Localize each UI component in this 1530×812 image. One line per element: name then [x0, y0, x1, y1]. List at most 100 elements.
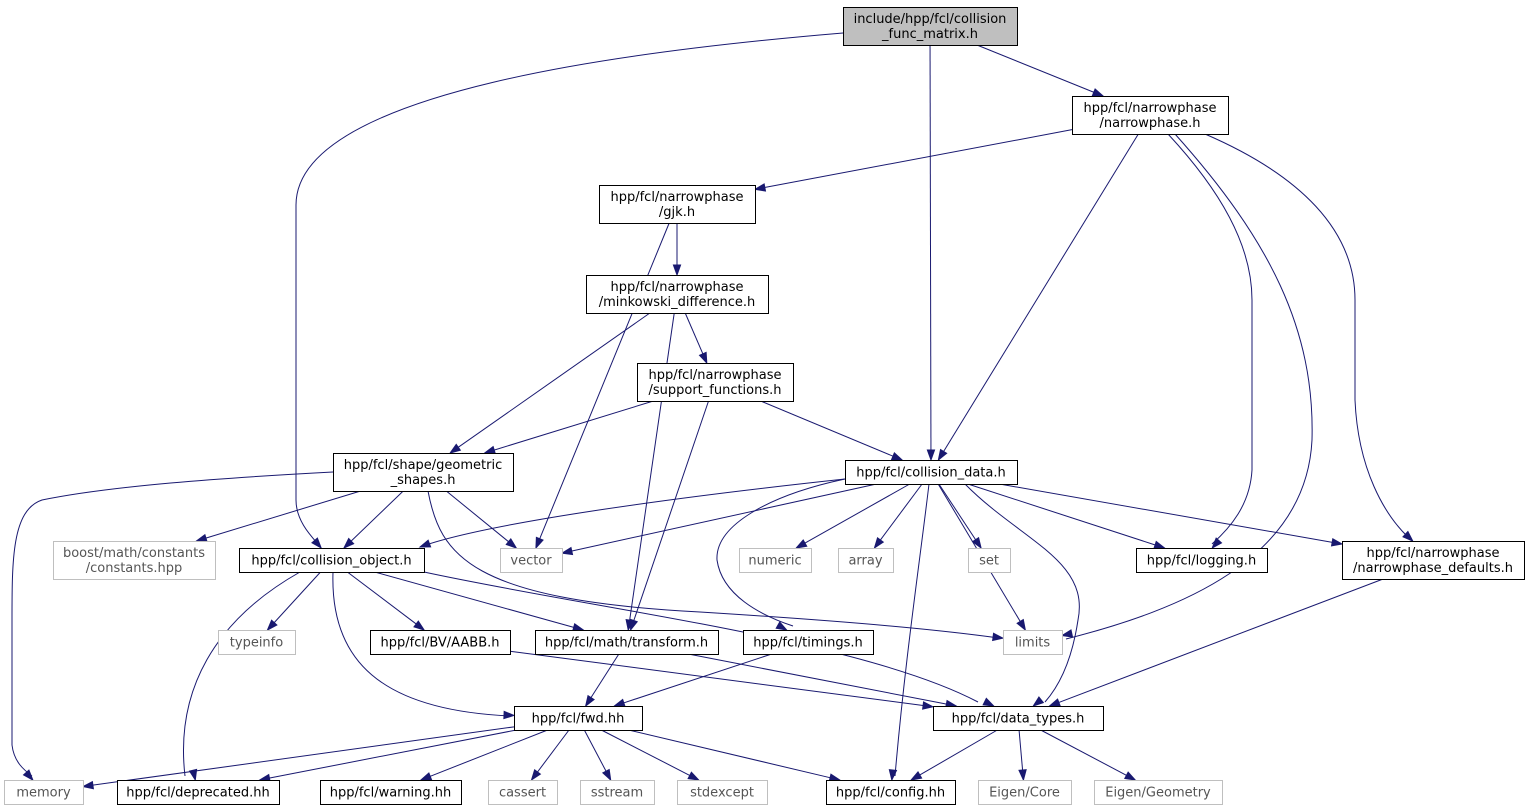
node-narrowphase-defaults-h[interactable]: hpp/fcl/narrowphase/narrowphase_defaults…	[1342, 541, 1525, 580]
edges-layer	[11, 32, 1414, 790]
node-box	[739, 548, 812, 573]
arrow-head	[413, 620, 426, 631]
edge-minkowski_h-to-transform_h	[625, 312, 675, 632]
edge-fwd_hh-to-deprecated_hh	[258, 729, 517, 783]
node-label: hpp/fcl/narrowphase	[648, 368, 781, 383]
edge-collision_object_h-to-fwd_hh	[332, 571, 516, 720]
edge-line	[347, 571, 418, 625]
arrow-head	[982, 697, 996, 707]
node-geometric-shapes-h[interactable]: hpp/fcl/shape/geometric_shapes.h	[333, 453, 514, 492]
node-label: Eigen/Geometry	[1105, 786, 1211, 801]
edge-line	[570, 483, 877, 552]
edge-line	[374, 571, 575, 629]
node-box	[1003, 630, 1063, 655]
node-label: hpp/fcl/data_types.h	[952, 712, 1085, 727]
edge-minkowski_h-to-support_h	[684, 312, 708, 365]
node-collision-object-h[interactable]: hpp/fcl/collision_object.h	[239, 548, 425, 573]
arrow-head	[937, 448, 948, 462]
edge-collision_data_h-to-config_hh	[888, 483, 930, 782]
node-deprecated-hh[interactable]: hpp/fcl/deprecated.hh	[117, 780, 280, 805]
edge-line	[999, 483, 1334, 543]
node-logging-h[interactable]: hpp/fcl/logging.h	[1136, 548, 1268, 573]
arrow-head	[922, 701, 935, 710]
edge-fwd_hh-to-config_hh	[628, 729, 842, 782]
node-box	[580, 780, 655, 805]
node-box	[117, 780, 280, 805]
arrow-head	[1153, 540, 1167, 549]
edge-data_types_h-to-config_hh	[909, 729, 998, 781]
node-box	[843, 7, 1018, 46]
node-label: hpp/fcl/config.hh	[836, 786, 945, 801]
node-timings-h[interactable]: hpp/fcl/timings.h	[743, 630, 874, 655]
edge-data_types_h-to-eigen_geometry	[1040, 729, 1137, 781]
edge-line	[684, 312, 704, 355]
arrow-head	[601, 768, 612, 782]
node-label: include/hpp/fcl/collision	[854, 12, 1007, 27]
node-label: hpp/fcl/collision_data.h	[856, 466, 1006, 481]
edge-line	[11, 471, 334, 777]
arrow-head	[698, 351, 708, 365]
edge-collision_object_h-to-data_types_h	[423, 571, 996, 707]
node-cassert: cassert	[488, 780, 558, 805]
edge-fwd_hh-to-cassert	[530, 729, 570, 782]
edge-line	[763, 129, 1073, 189]
edge-line	[976, 44, 1095, 94]
node-data-types-h[interactable]: hpp/fcl/data_types.h	[933, 706, 1104, 731]
node-aabb-h[interactable]: hpp/fcl/BV/AABB.h	[370, 630, 511, 655]
node-box	[933, 706, 1104, 731]
edge-collision_data_h-to-collision_object_h	[418, 478, 846, 548]
node-label: hpp/fcl/fwd.hh	[532, 712, 625, 727]
edge-line	[509, 650, 925, 707]
edge-collision_data_h-to-numeric	[794, 483, 910, 549]
node-label: /constants.hpp	[86, 561, 183, 576]
edge-fwd_hh-to-stdexcept	[601, 729, 700, 781]
node-narrowphase-h[interactable]: hpp/fcl/narrowphase/narrowphase.h	[1072, 96, 1229, 135]
edge-narrowphase_h-to-limits	[1060, 133, 1313, 640]
node-gjk-h[interactable]: hpp/fcl/narrowphase/gjk.h	[599, 185, 756, 224]
node-label: hpp/fcl/BV/AABB.h	[381, 636, 500, 651]
edge-collision_data_h-to-narrowphase_defaults_h	[999, 483, 1344, 547]
nodes-layer: include/hpp/fcl/collision_func_matrix.hh…	[4, 7, 1525, 805]
node-typeinfo: typeinfo	[218, 630, 296, 655]
edge-line	[183, 571, 301, 777]
arrow-head	[890, 451, 904, 461]
arrow-head	[753, 183, 767, 192]
arrow-head	[888, 769, 898, 782]
node-array: array	[838, 548, 894, 573]
edge-line	[457, 312, 651, 449]
edge-line	[716, 478, 846, 627]
node-sstream: sstream	[580, 780, 655, 805]
edge-line	[1040, 729, 1128, 777]
node-warning-hh[interactable]: hpp/fcl/warning.hh	[320, 780, 462, 805]
arrow-head	[1032, 696, 1045, 707]
node-box	[826, 780, 956, 805]
node-fwd-hh[interactable]: hpp/fcl/fwd.hh	[514, 706, 643, 731]
node-label: array	[848, 554, 882, 569]
edge-line	[204, 490, 361, 539]
node-label: Eigen/Core	[989, 786, 1060, 801]
node-support-h[interactable]: hpp/fcl/narrowphase/support_functions.h	[637, 363, 794, 402]
arrow-head	[629, 618, 639, 632]
edge-line	[942, 133, 1139, 453]
node-label: hpp/fcl/timings.h	[753, 636, 862, 651]
node-label: cassert	[499, 786, 546, 801]
edge-collision_data_h-to-logging_h	[967, 483, 1167, 549]
edge-support_h-to-collision_data_h	[760, 400, 904, 461]
arrow-head	[584, 694, 595, 708]
edge-line	[629, 312, 675, 622]
edge-line	[590, 653, 620, 699]
edge-collision_object_h-to-deprecated_hh	[183, 571, 301, 782]
edge-line	[918, 729, 998, 776]
node-transform-h[interactable]: hpp/fcl/math/transform.h	[535, 630, 719, 655]
edge-line	[633, 400, 710, 622]
edge-line	[423, 571, 979, 703]
node-collision-data-h[interactable]: hpp/fcl/collision_data.h	[845, 460, 1018, 485]
node-config-hh[interactable]: hpp/fcl/config.hh	[826, 780, 956, 805]
edge-collision_object_h-to-aabb_h	[347, 571, 426, 631]
arrow-head	[794, 539, 808, 549]
node-box	[488, 780, 558, 805]
node-minkowski-h[interactable]: hpp/fcl/narrowphase/minkowski_difference…	[586, 275, 769, 314]
arrow-head	[311, 537, 323, 550]
edge-geometric_shapes_h-to-memory	[11, 471, 334, 782]
node-label: _func_matrix.h	[881, 27, 978, 42]
